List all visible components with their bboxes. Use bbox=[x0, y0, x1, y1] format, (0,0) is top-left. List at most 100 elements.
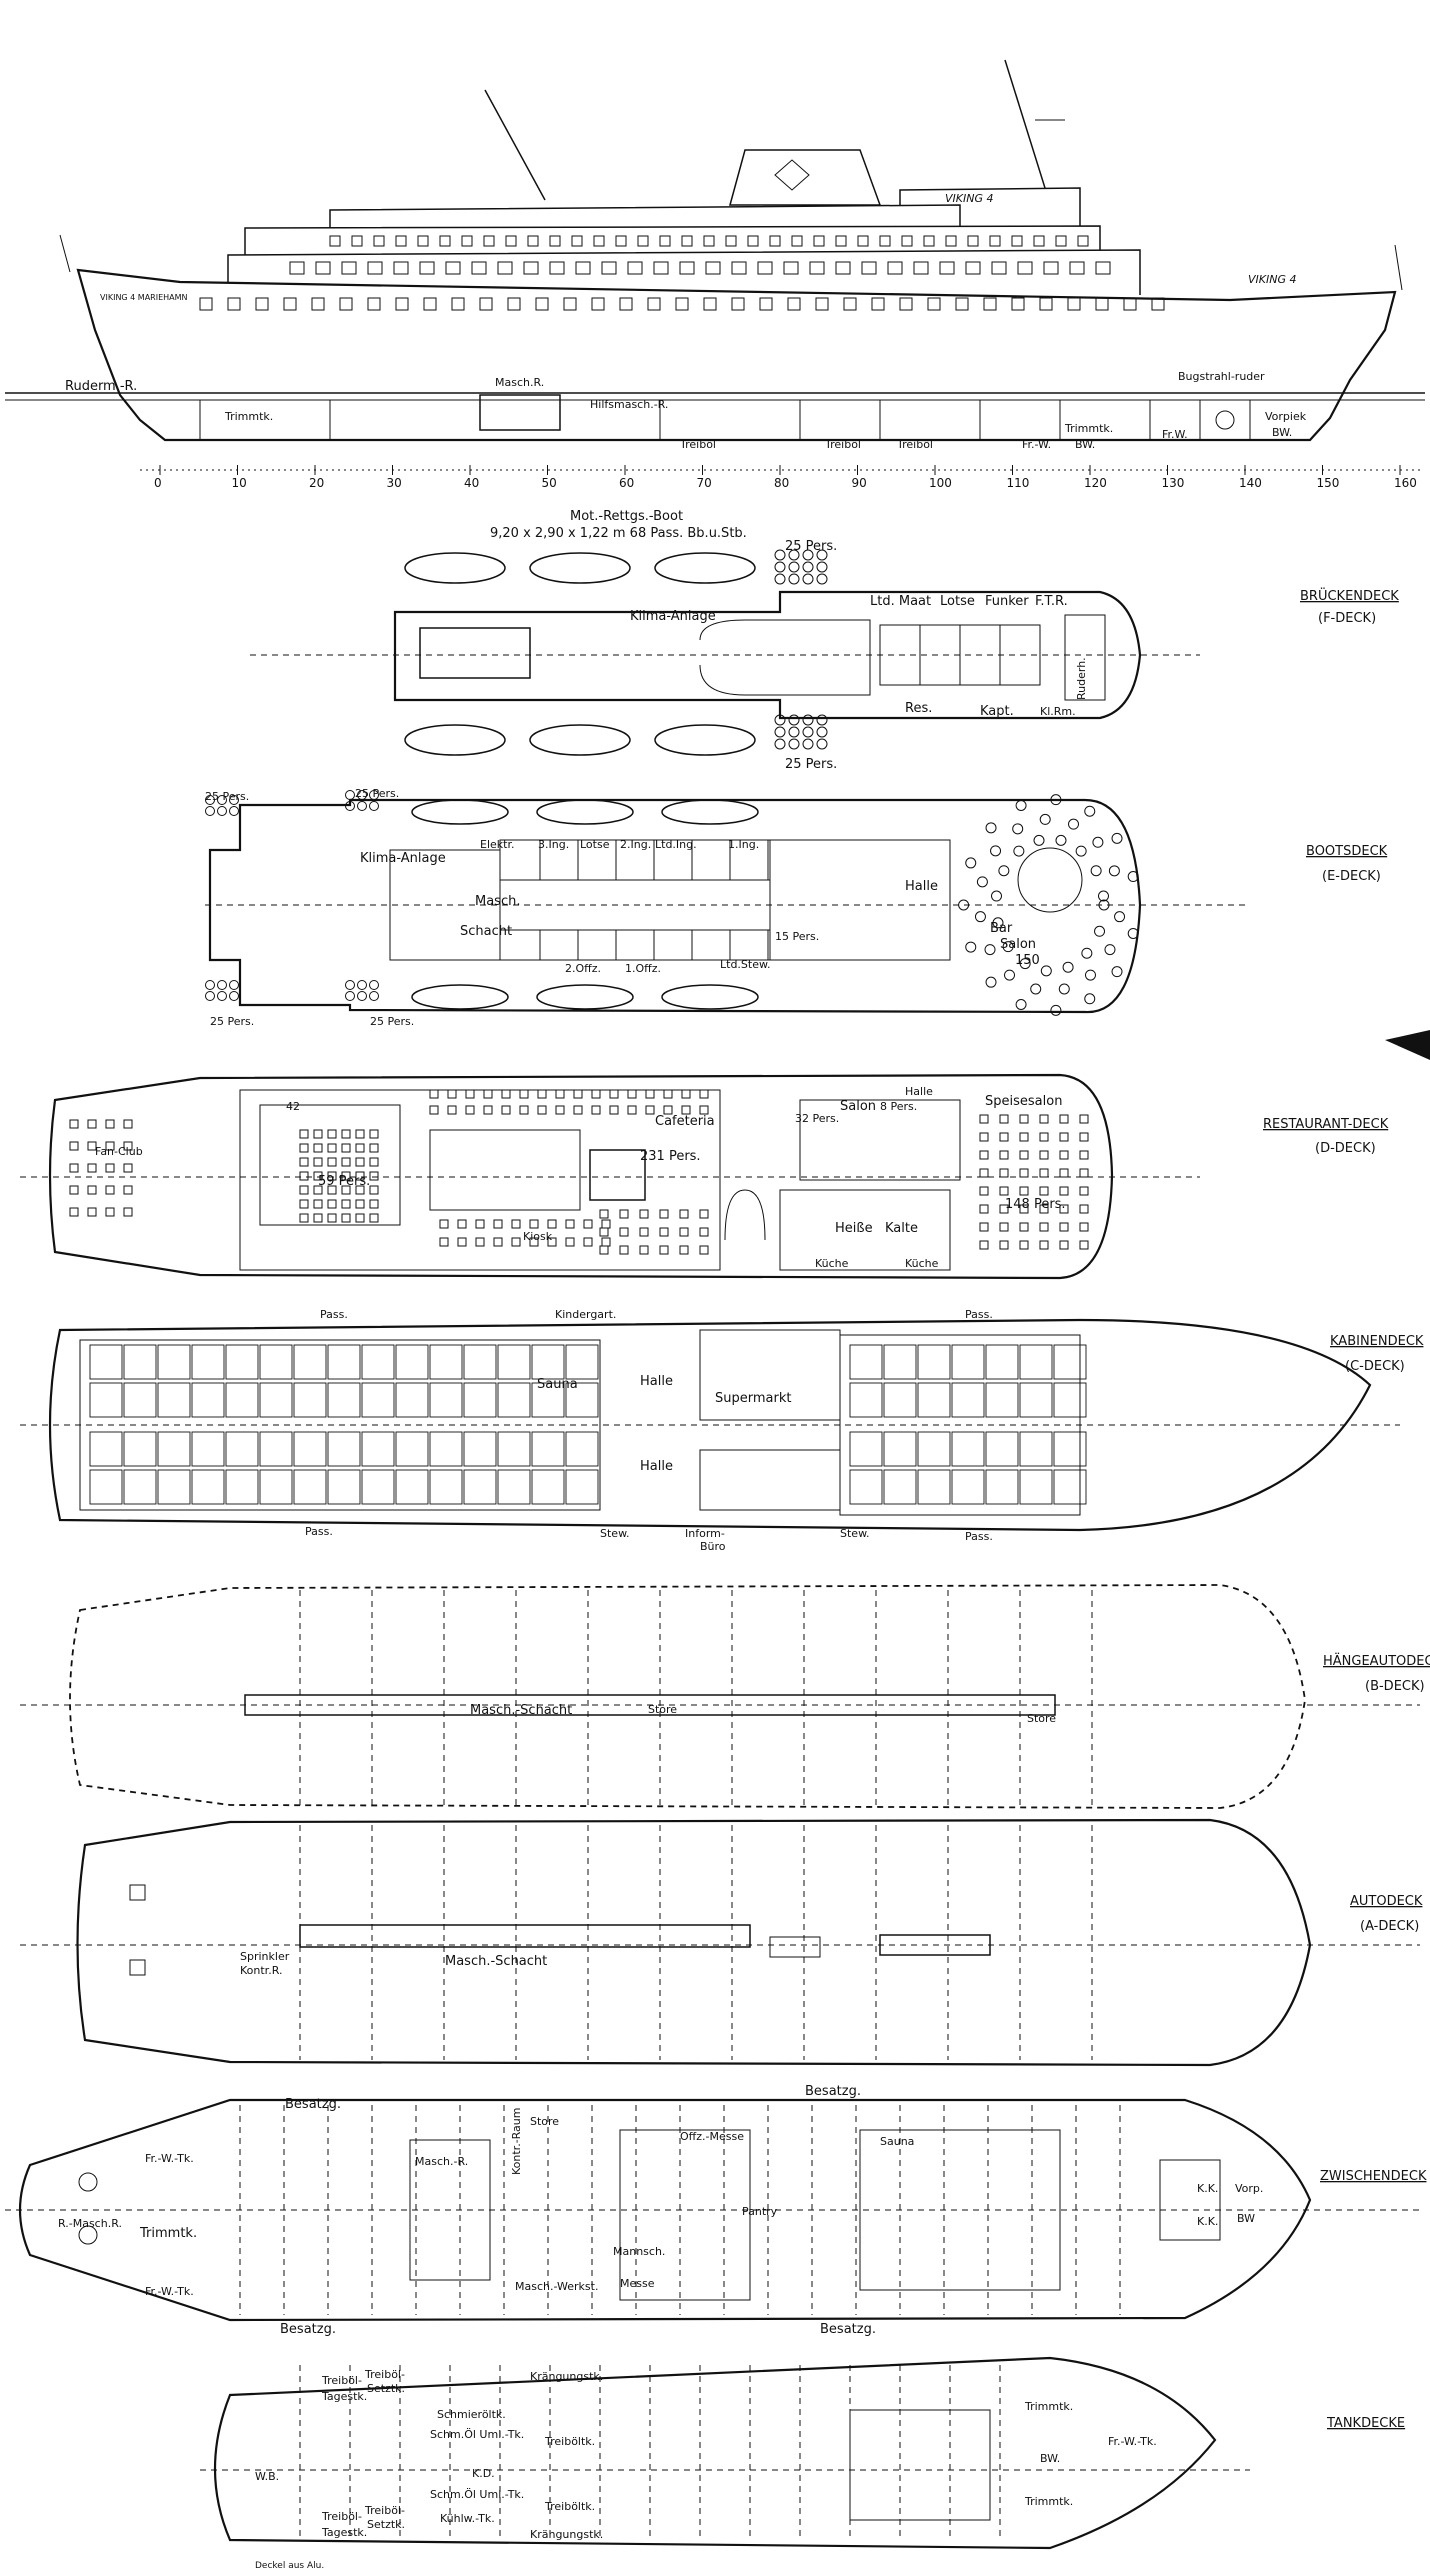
deck-name-b: HÄNGEAUTODECK bbox=[1323, 1653, 1430, 1669]
seat bbox=[123, 1185, 133, 1195]
deck-name-f: BRÜCKENDECK bbox=[1300, 587, 1399, 604]
cabin bbox=[951, 1382, 985, 1418]
window bbox=[901, 235, 913, 247]
seat bbox=[573, 1105, 583, 1115]
deck-b-hanging-car-deck: Masch.-Schacht Store Store HÄNGEAUTODECK… bbox=[20, 1584, 1430, 1809]
seat bbox=[1059, 1132, 1069, 1142]
seat bbox=[547, 1219, 557, 1229]
window-rows bbox=[199, 235, 1165, 311]
seat bbox=[529, 1219, 539, 1229]
life-raft bbox=[774, 573, 786, 585]
window bbox=[703, 235, 715, 247]
window bbox=[1095, 297, 1109, 311]
deck-t-outline bbox=[213, 2356, 1217, 2550]
label-kraengungstk-1: Krängungstk. bbox=[530, 2370, 603, 2383]
seat bbox=[999, 1132, 1009, 1142]
cabin bbox=[225, 1469, 259, 1505]
life-raft bbox=[802, 573, 814, 585]
seat bbox=[519, 1105, 529, 1115]
window bbox=[1069, 261, 1085, 275]
seat bbox=[599, 1227, 609, 1237]
window bbox=[423, 297, 437, 311]
seat bbox=[699, 1245, 709, 1255]
footnote-deckel-alu: Deckel aus Alu. bbox=[255, 2561, 324, 2571]
label-kk-1: K.K. bbox=[1197, 2182, 1218, 2195]
life-raft bbox=[345, 980, 355, 990]
deck-name-c: KABINENDECK bbox=[1330, 1334, 1424, 1349]
window bbox=[255, 297, 269, 311]
window bbox=[1043, 261, 1059, 275]
cabin bbox=[1053, 1469, 1087, 1505]
window bbox=[339, 297, 353, 311]
label-messe: Messe bbox=[620, 2277, 655, 2290]
seat bbox=[1081, 947, 1093, 959]
cabin bbox=[225, 1382, 259, 1418]
seat bbox=[1019, 1150, 1029, 1160]
label-masch-schacht-a: Masch.-Schacht bbox=[445, 1954, 547, 1969]
label-vorp: Vorp. bbox=[1235, 2182, 1263, 2195]
life-raft bbox=[802, 561, 814, 573]
seat bbox=[87, 1163, 97, 1173]
aft-mast bbox=[484, 89, 546, 201]
seat bbox=[979, 1204, 989, 1214]
seat bbox=[457, 1237, 467, 1247]
seat bbox=[355, 1213, 365, 1223]
seat bbox=[493, 1219, 503, 1229]
cabin bbox=[259, 1469, 293, 1505]
label-frw-tk-2: Fr.-W.-Tk. bbox=[145, 2285, 194, 2298]
label-treiboel-t: Treiböl- bbox=[321, 2374, 362, 2387]
frame-scale-tick-label: 80 bbox=[774, 476, 789, 490]
cabin bbox=[531, 1431, 565, 1467]
seat bbox=[1004, 969, 1016, 981]
frame-scale-tick-label: 130 bbox=[1162, 476, 1185, 490]
cabin bbox=[917, 1469, 951, 1505]
window bbox=[1067, 297, 1081, 311]
seat bbox=[369, 1143, 379, 1153]
label-kk-2: K.K. bbox=[1197, 2215, 1218, 2228]
seat bbox=[1079, 1204, 1089, 1214]
label-pass-br: Pass. bbox=[965, 1530, 993, 1543]
frame-scale-tick-label: 40 bbox=[464, 476, 479, 490]
label-kuehlw-tk: Kühlw.-Tk. bbox=[440, 2512, 495, 2525]
seat bbox=[591, 1089, 601, 1099]
label-bugstrahlruder: Bugstrahl-ruder bbox=[1178, 370, 1265, 383]
label-klrm: Kl.Rm. bbox=[1040, 705, 1076, 718]
frame-scale-tick-label: 160 bbox=[1394, 476, 1417, 490]
seat bbox=[105, 1119, 115, 1129]
cabin bbox=[191, 1344, 225, 1380]
deck-name-e: BOOTSDECK bbox=[1306, 844, 1388, 859]
window bbox=[679, 261, 695, 275]
rescue-boat bbox=[419, 627, 531, 679]
seat bbox=[355, 1185, 365, 1195]
label-ltd-stew: Ltd.Stew. bbox=[720, 958, 770, 971]
cabin bbox=[917, 1382, 951, 1418]
window bbox=[575, 261, 591, 275]
deck-f-bridge-deck: Mot.-Rettgs.-Boot 9,20 x 2,90 x 1,22 m 6… bbox=[250, 509, 1399, 772]
seat bbox=[483, 1089, 493, 1099]
lifeboat bbox=[411, 984, 509, 1010]
seat bbox=[327, 1157, 337, 1167]
seat bbox=[1058, 983, 1070, 995]
dance-floor bbox=[1017, 847, 1083, 913]
cabin bbox=[849, 1431, 883, 1467]
seat bbox=[341, 1143, 351, 1153]
label-15-pers: 15 Pers. bbox=[775, 930, 819, 943]
life-raft bbox=[229, 795, 239, 805]
window bbox=[549, 235, 561, 247]
seat bbox=[1059, 1150, 1069, 1160]
label-1-offz: 1.Offz. bbox=[625, 962, 661, 975]
seat bbox=[1079, 1114, 1089, 1124]
label-sprinkler: Sprinkler bbox=[240, 1950, 290, 1963]
cabin bbox=[565, 1431, 599, 1467]
cabin bbox=[497, 1344, 531, 1380]
window bbox=[535, 297, 549, 311]
seat bbox=[1068, 818, 1080, 830]
seat bbox=[681, 1089, 691, 1099]
label-frw-2: Fr.W. bbox=[1162, 428, 1188, 441]
life-raft bbox=[229, 806, 239, 816]
funnel-emblem bbox=[774, 159, 810, 191]
frame-scale-tick-label: 70 bbox=[697, 476, 712, 490]
seat bbox=[1019, 1132, 1029, 1142]
seat bbox=[627, 1105, 637, 1115]
